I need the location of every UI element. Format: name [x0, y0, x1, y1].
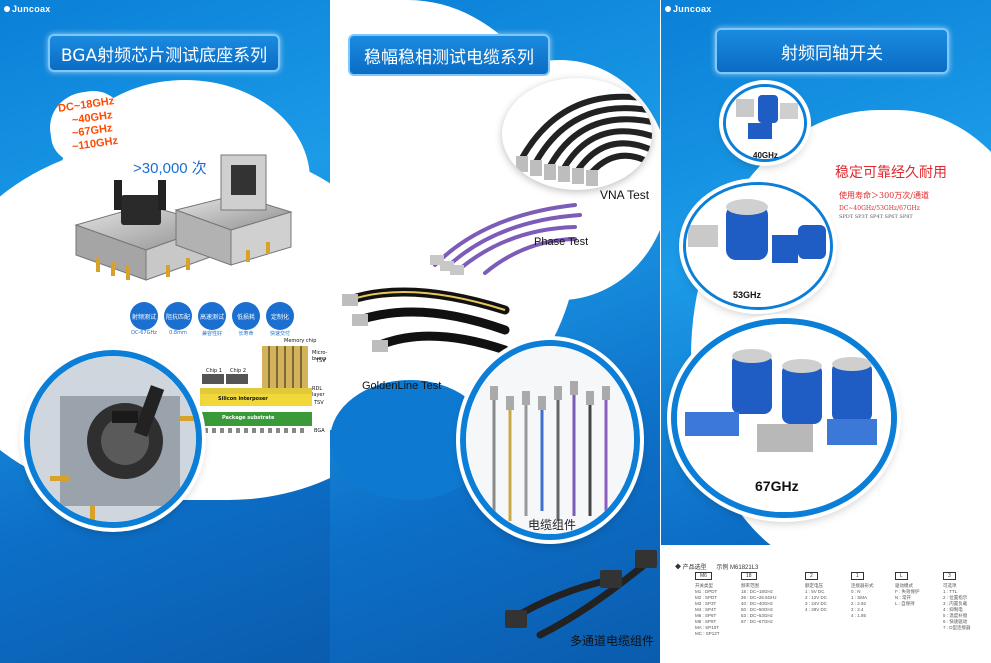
freq-40ghz-label: 40GHz — [753, 151, 778, 160]
vna-test-label: VNA Test — [600, 188, 650, 202]
spec-col-drive-mode: L 驱动模式 F : 失效保护 N : 常开 L : 自保持 — [895, 572, 920, 606]
goldenline-test-label: GoldenLine Test — [362, 380, 442, 392]
switch-40ghz-image — [723, 84, 807, 162]
panel-test-cables: Juncoax 稳幅稳相测试电缆系列 VNA Test Phase Test — [330, 0, 660, 663]
socket-closeup-image — [24, 350, 202, 528]
package-diagram: Memory chip Micro-bump TSV Chip 1 Chip 2… — [200, 338, 328, 448]
silicon-interposer-label: Silicon interposer — [218, 396, 268, 402]
slogan: 稳定可靠经久耐用 — [835, 165, 947, 181]
spec-col-frequency: 18 频率范围 18 : DC~18GHz 26 : DC~26.5GHz 40… — [741, 572, 777, 624]
multichannel-label: 多通道电缆组件 — [570, 634, 655, 648]
panel1-title: BGA射频芯片测试底座系列 — [48, 34, 280, 72]
bga-label: BGA — [314, 428, 325, 434]
bga-socket-image — [74, 154, 293, 281]
micro-bump-label: Micro-bump — [312, 350, 328, 362]
selection-title: ◆ 产品选型 — [675, 565, 707, 571]
panel-bga-sockets: Juncoax BGA射频芯片测试底座系列 DC~18GHz ~40GHz ~6… — [0, 0, 330, 663]
feature-tag: 射频测试 — [130, 302, 158, 330]
feature-tag: 低损耗 — [232, 302, 260, 330]
example-label: 示例 — [716, 565, 729, 571]
feature-tag: 高速测试 — [198, 302, 226, 330]
freq-67ghz-label: 67GHz — [755, 478, 799, 494]
package-substrate-label: Package substrate — [222, 415, 275, 421]
cable-assembly-image — [460, 340, 640, 540]
lifetime-text: 使用寿命＞300万次/通道 — [839, 191, 929, 200]
switch-53ghz-image — [683, 182, 833, 310]
feature-tag: 阻抗匹配 — [164, 302, 192, 330]
vna-cable-image — [502, 78, 652, 190]
spec-col-options: 3 可选项 1 : TTL 2 : 位置指示 3 : 内置负载 4 : 抑制电 … — [943, 572, 971, 630]
phase-test-label: Phase Test — [534, 236, 589, 248]
panel3-title: 射频同轴开关 — [715, 28, 949, 74]
panel-rf-switches: Juncoax 射频同轴开关 40GHz 稳定可靠经久耐用 使用寿命＞300万次… — [661, 0, 991, 663]
tsv-label-2: TSV — [314, 400, 324, 406]
tsv-label: TSV — [316, 358, 326, 364]
spec-col-connector: 1 连接器形式 0 : N 1 : SMA 2 : 2.92 3 : 2.4 4… — [851, 572, 874, 618]
memory-chip-label: Memory chip — [284, 338, 317, 344]
freq-53ghz-label: 53GHz — [733, 290, 762, 300]
cable-assembly-label: 电缆组件 — [528, 518, 577, 532]
spec-types: SPDT SP3T SP4T SP6T SP8T — [839, 214, 913, 220]
feature-tag: 定制化 — [266, 302, 294, 330]
brand-logo: Juncoax — [334, 4, 381, 14]
panel2-title: 稳幅稳相测试电缆系列 — [348, 34, 550, 76]
example-code: M61821L3 — [730, 565, 759, 571]
goldenline-cable-image — [342, 287, 510, 355]
brand-logo: Juncoax — [665, 4, 712, 14]
switch-67ghz-image — [671, 318, 897, 518]
spec-freqs: DC~40GHz/53GHz/67GHz — [839, 205, 920, 212]
spec-col-switch-type: M6 开关类型 M1 : DPDT M2 : SPDT M3 : SP3T M4… — [695, 572, 720, 636]
chip2-label: Chip 2 — [230, 368, 246, 374]
spec-col-voltage: 2 额定电压 1 : 5V DC 2 : 12V DC 3 : 24V DC 4… — [805, 572, 828, 612]
rdl-layer-label: RDL layer — [312, 386, 325, 398]
phase-cable-image — [430, 203, 582, 275]
multichannel-cable-image — [505, 550, 657, 639]
chip1-label: Chip 1 — [206, 368, 222, 374]
product-selection-table: ◆ 产品选型 示例 M61821L3 M6 开关类型 M1 : DPDT M2 … — [675, 560, 985, 660]
brand-logo: Juncoax — [4, 4, 51, 14]
cycles-text: >30,000 次 — [133, 160, 207, 177]
